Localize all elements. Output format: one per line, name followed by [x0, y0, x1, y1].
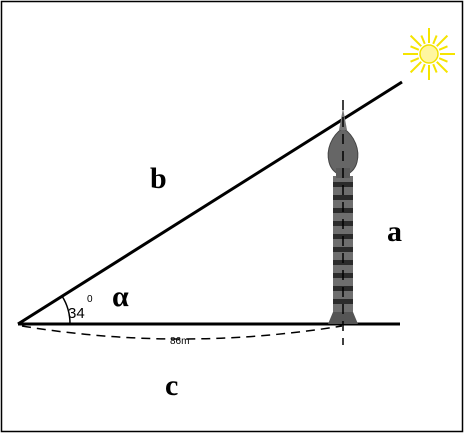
sun-ray	[410, 57, 420, 63]
sun-ray	[409, 34, 422, 47]
sun-ray	[438, 45, 448, 51]
sun-icon	[403, 28, 455, 80]
tower-stripe	[333, 195, 353, 200]
tower-stripe	[333, 247, 353, 252]
sun-ray	[420, 35, 426, 45]
label-b: b	[150, 162, 167, 195]
label-angle-value: 34	[68, 305, 85, 322]
sun-ray	[410, 45, 420, 51]
label-angle-degree: 0	[87, 294, 93, 305]
sun-ray	[420, 63, 426, 73]
sun-ray	[436, 61, 449, 74]
sun-ray	[436, 34, 449, 47]
label-c: c	[165, 369, 178, 402]
label-alpha: α	[112, 280, 129, 313]
label-distance: 86m	[170, 336, 189, 347]
tower-stripe	[333, 299, 353, 304]
tower-icon	[327, 100, 359, 345]
hypotenuse-line-b	[17, 80, 403, 326]
sun-ray	[432, 35, 438, 45]
angle-arc	[61, 295, 71, 325]
sun-ray	[409, 61, 422, 74]
label-a: a	[387, 215, 402, 248]
sun-ray	[432, 63, 438, 73]
tower-stripe	[333, 182, 353, 187]
sun-ray	[438, 57, 448, 63]
